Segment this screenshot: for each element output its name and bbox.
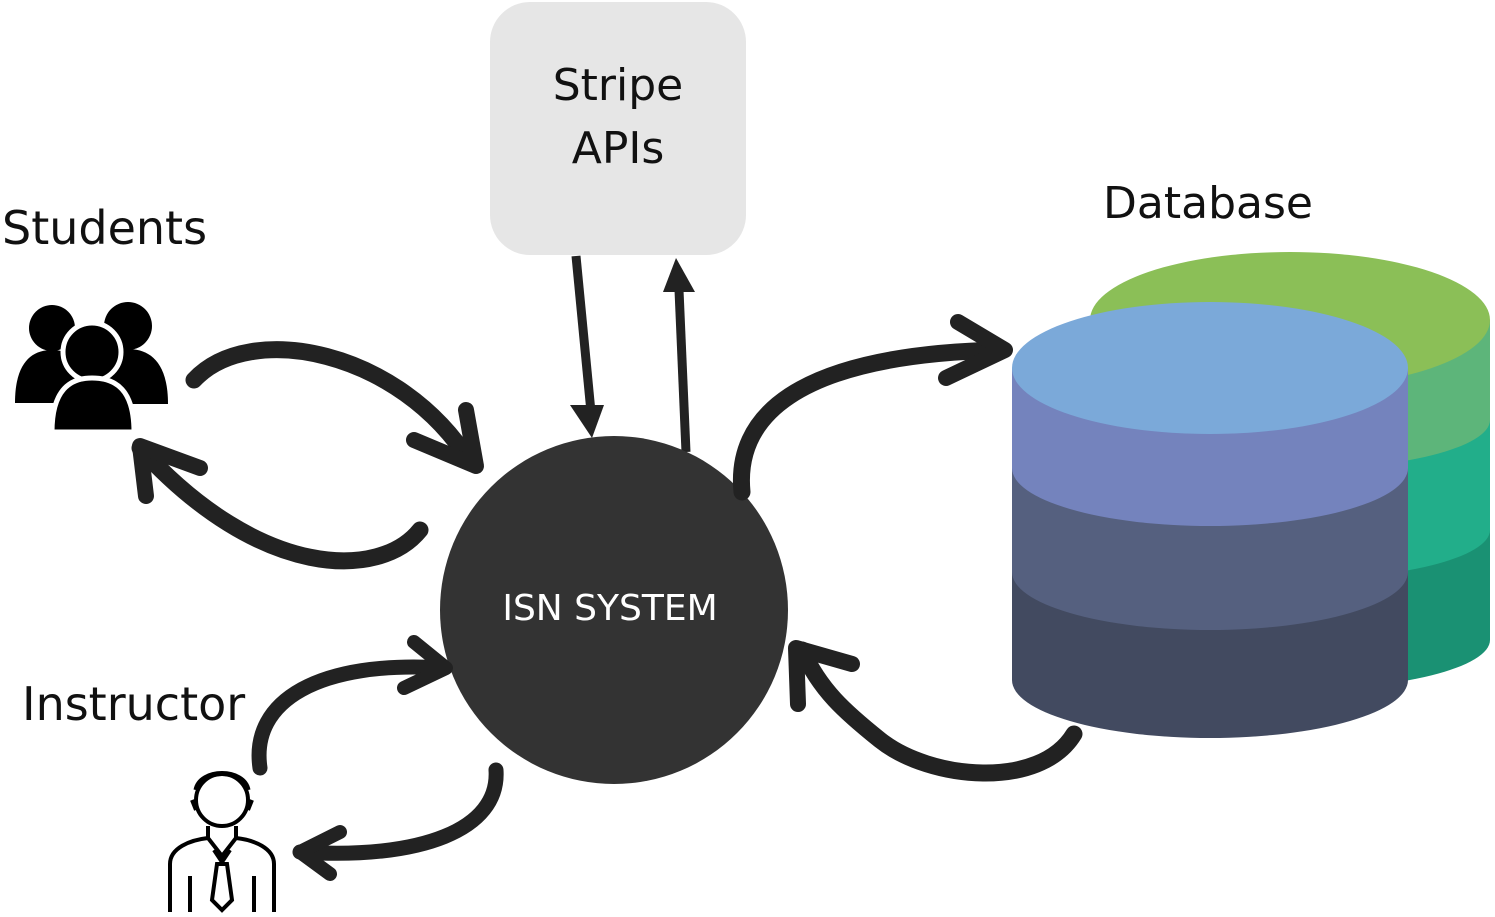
instructor-to-system-arrow (251, 635, 453, 776)
system-label: ISN SYSTEM (502, 588, 717, 629)
students-to-system-arrow (185, 341, 484, 474)
system-to-instructor-arrow (292, 762, 504, 881)
layered-cylinders-icon (1012, 252, 1490, 738)
database-label: Database (1103, 178, 1313, 229)
instructor-label: Instructor (22, 677, 245, 731)
stripe-label-line1: Stripe (553, 60, 684, 111)
isn-system-node: ISN SYSTEM (440, 436, 788, 784)
businessman-icon (168, 771, 276, 913)
system-to-students-arrow (131, 438, 429, 570)
users-group-icon (15, 302, 168, 435)
system-to-database-arrow (732, 314, 1013, 501)
students-label: Students (2, 201, 207, 255)
database-to-system-arrow (788, 640, 1083, 782)
stripe-apis-node: Stripe APIs (490, 2, 746, 255)
stripe-to-system-arrow (570, 255, 604, 438)
stripe-label-line2: APIs (572, 123, 665, 174)
system-to-stripe-arrow (663, 258, 695, 453)
